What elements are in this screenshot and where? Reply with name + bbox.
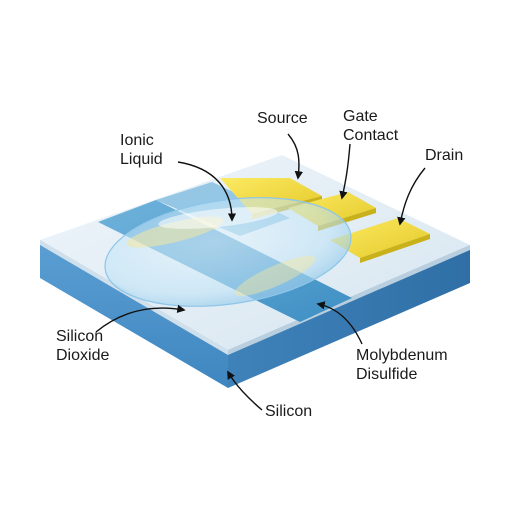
source-label-line-1: Source <box>257 110 308 127</box>
arrow-silicon <box>227 370 263 411</box>
silicon-label-line-1: Silicon <box>265 403 313 420</box>
arrow-silicon-dioxide <box>95 304 186 333</box>
gate-contact-label-line-1: Gate <box>343 108 378 125</box>
arrow-ionic-liquid <box>177 161 237 222</box>
arrow-drain <box>397 167 426 226</box>
molybdenum-disulfide-label-line-1: Molybdenum <box>356 347 448 364</box>
drain-label: Drain <box>425 146 463 165</box>
substrate-right-face <box>228 245 470 388</box>
molybdenum-disulfide-label-line-2: Disulfide <box>356 366 418 383</box>
ionic-liquid-label-line-1: Ionic <box>120 132 154 149</box>
silicon-dioxide-label-line-2: Dioxide <box>56 347 110 364</box>
molybdenum-disulfide-label: Molybdenum Disulfide <box>356 346 448 384</box>
ionic-liquid-droplet <box>104 197 352 307</box>
substrate-front-face <box>40 240 228 388</box>
gate-contact-label-line-2: Contact <box>343 127 399 144</box>
ionic-liquid-label-line-2: Liquid <box>120 151 163 168</box>
arrow-source <box>287 133 304 180</box>
leader-arrows <box>95 133 426 411</box>
arrow-molybdenum-disulfide <box>316 301 363 345</box>
oxide-edge-right <box>228 245 470 355</box>
drain-electrode <box>330 218 430 263</box>
drain-label-line-1: Drain <box>425 147 464 164</box>
source-label: Source <box>257 109 308 128</box>
oxide-edge-front <box>40 240 228 355</box>
ionic-liquid-label: Ionic Liquid <box>120 131 163 169</box>
silicon-dioxide-label-line-1: Silicon <box>56 328 104 345</box>
arrow-gate-contact <box>339 143 351 200</box>
silicon-dioxide-label: Silicon Dioxide <box>56 327 109 365</box>
gate-contact-label: Gate Contact <box>343 107 398 145</box>
silicon-label: Silicon <box>265 402 312 421</box>
